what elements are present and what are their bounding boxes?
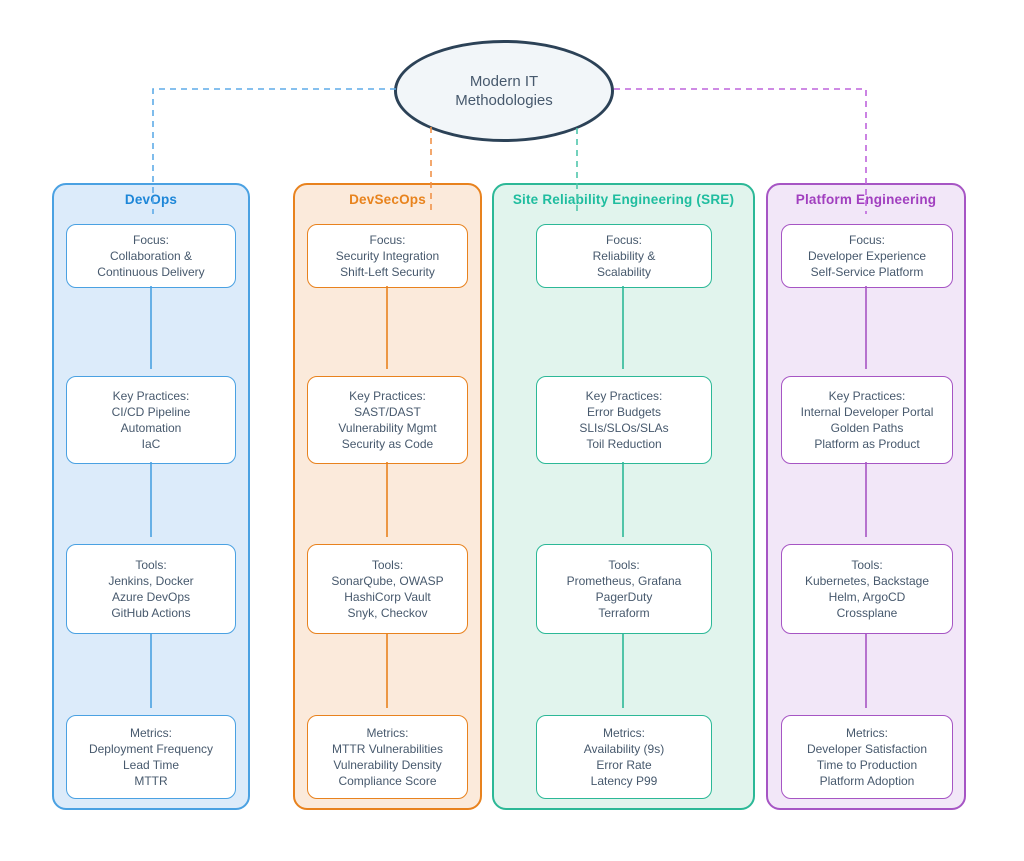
devops-practices-node: Key Practices: CI/CD Pipeline Automation… bbox=[66, 376, 236, 464]
node-text-line: Platform Adoption bbox=[819, 774, 915, 788]
node-text-line: Key Practices: bbox=[585, 389, 663, 403]
node-text-line: Vulnerability Mgmt bbox=[338, 421, 437, 435]
node-text-line: Focus: bbox=[132, 233, 169, 247]
lane-devops-title: DevOps bbox=[124, 192, 178, 207]
node-text-line: Error Budgets bbox=[586, 405, 662, 419]
node-text-line: Lead Time bbox=[122, 758, 180, 772]
node-text-line: Security as Code bbox=[341, 437, 434, 451]
node-text-line: Focus: bbox=[605, 233, 642, 247]
root-node-label-line2: Methodologies bbox=[455, 92, 553, 109]
node-text-line: Deployment Frequency bbox=[88, 742, 214, 756]
node-text-line: Metrics: bbox=[366, 726, 409, 740]
node-text-line: Metrics: bbox=[130, 726, 172, 740]
platform-practices-node: Key Practices: Internal Developer Portal… bbox=[781, 376, 953, 464]
node-text-line: Reliability & bbox=[592, 249, 656, 263]
node-text-line: Terraform bbox=[598, 606, 650, 620]
node-text-line: Metrics: bbox=[846, 726, 888, 740]
platform-tools-node: Tools: Kubernetes, Backstage Helm, ArgoC… bbox=[781, 544, 953, 634]
node-text-line: CI/CD Pipeline bbox=[111, 405, 191, 419]
root-node-label-line1: Modern IT bbox=[469, 73, 539, 90]
node-text-line: Metrics: bbox=[603, 726, 645, 740]
node-text-line: IaC bbox=[141, 437, 161, 451]
node-text-line: Helm, ArgoCD bbox=[828, 590, 906, 604]
root-node-modern-it-methodologies: Modern IT Methodologies bbox=[394, 40, 614, 142]
node-text-line: PagerDuty bbox=[595, 590, 653, 604]
devops-focus-node: Focus: Collaboration & Continuous Delive… bbox=[66, 224, 236, 288]
node-text-line: SAST/DAST bbox=[354, 405, 421, 419]
node-text-line: Jenkins, Docker bbox=[108, 574, 194, 588]
lane-sre: Site Reliability Engineering (SRE) Focus… bbox=[492, 183, 755, 810]
node-text-line: Kubernetes, Backstage bbox=[804, 574, 930, 588]
platform-focus-node: Focus: Developer Experience Self-Service… bbox=[781, 224, 953, 288]
lane-devsecops-title: DevSecOps bbox=[349, 192, 426, 207]
node-text-line: Error Rate bbox=[596, 758, 652, 772]
lane-devops: DevOps Focus: Collaboration & Continuous… bbox=[52, 183, 250, 810]
devsecops-metrics-node: Metrics: MTTR Vulnerabilities Vulnerabil… bbox=[307, 715, 468, 799]
node-text-line: Focus: bbox=[369, 233, 406, 247]
node-text-line: Key Practices: bbox=[349, 389, 426, 403]
lane-platform-engineering: Platform Engineering Focus: Developer Ex… bbox=[766, 183, 966, 810]
sre-metrics-node: Metrics: Availability (9s) Error Rate La… bbox=[536, 715, 712, 799]
devops-metrics-node: Metrics: Deployment Frequency Lead Time … bbox=[66, 715, 236, 799]
node-text-line: Tools: bbox=[135, 558, 167, 572]
node-text-line: Latency P99 bbox=[590, 774, 658, 788]
node-text-line: Key Practices: bbox=[828, 389, 906, 403]
platform-metrics-node: Metrics: Developer Satisfaction Time to … bbox=[781, 715, 953, 799]
sre-tools-node: Tools: Prometheus, Grafana PagerDuty Ter… bbox=[536, 544, 712, 634]
node-text-line: SonarQube, OWASP bbox=[331, 574, 444, 588]
node-text-line: Continuous Delivery bbox=[97, 265, 205, 279]
node-text-line: Availability (9s) bbox=[583, 742, 665, 756]
lane-devsecops: DevSecOps Focus: Security Integration Sh… bbox=[293, 183, 482, 810]
node-text-line: Time to Production bbox=[816, 758, 918, 772]
node-text-line: Developer Satisfaction bbox=[806, 742, 928, 756]
node-text-line: Self-Service Platform bbox=[810, 265, 924, 279]
node-text-line: HashiCorp Vault bbox=[344, 590, 431, 604]
node-text-line: SLIs/SLOs/SLAs bbox=[579, 421, 669, 435]
node-text-line: Automation bbox=[120, 421, 182, 435]
node-text-line: Focus: bbox=[848, 233, 885, 247]
lane-platform-engineering-title: Platform Engineering bbox=[795, 192, 937, 207]
sre-focus-node: Focus: Reliability & Scalability bbox=[536, 224, 712, 288]
devsecops-practices-node: Key Practices: SAST/DAST Vulnerability M… bbox=[307, 376, 468, 464]
node-text-line: Collaboration & bbox=[109, 249, 193, 263]
node-text-line: Crossplane bbox=[836, 606, 898, 620]
node-text-line: Internal Developer Portal bbox=[800, 405, 934, 419]
node-text-line: Snyk, Checkov bbox=[347, 606, 428, 620]
node-text-line: Security Integration bbox=[335, 249, 440, 263]
node-text-line: GitHub Actions bbox=[111, 606, 191, 620]
devsecops-focus-node: Focus: Security Integration Shift-Left S… bbox=[307, 224, 468, 288]
node-text-line: Platform as Product bbox=[814, 437, 920, 451]
sre-practices-node: Key Practices: Error Budgets SLIs/SLOs/S… bbox=[536, 376, 712, 464]
node-text-line: MTTR Vulnerabilities bbox=[332, 742, 443, 756]
node-text-line: Azure DevOps bbox=[111, 590, 191, 604]
node-text-line: Key Practices: bbox=[112, 389, 190, 403]
node-text-line: Toil Reduction bbox=[586, 437, 662, 451]
node-text-line: MTTR bbox=[134, 774, 168, 788]
node-text-line: Tools: bbox=[851, 558, 883, 572]
devsecops-tools-node: Tools: SonarQube, OWASP HashiCorp Vault … bbox=[307, 544, 468, 634]
node-text-line: Prometheus, Grafana bbox=[566, 574, 682, 588]
node-text-line: Tools: bbox=[608, 558, 640, 572]
node-text-line: Golden Paths bbox=[830, 421, 904, 435]
lane-sre-title: Site Reliability Engineering (SRE) bbox=[512, 192, 735, 207]
node-text-line: Tools: bbox=[371, 558, 404, 572]
node-text-line: Shift-Left Security bbox=[340, 265, 435, 279]
node-text-line: Scalability bbox=[596, 265, 652, 279]
devops-tools-node: Tools: Jenkins, Docker Azure DevOps GitH… bbox=[66, 544, 236, 634]
node-text-line: Vulnerability Density bbox=[333, 758, 442, 772]
node-text-line: Compliance Score bbox=[338, 774, 437, 788]
node-text-line: Developer Experience bbox=[807, 249, 927, 263]
